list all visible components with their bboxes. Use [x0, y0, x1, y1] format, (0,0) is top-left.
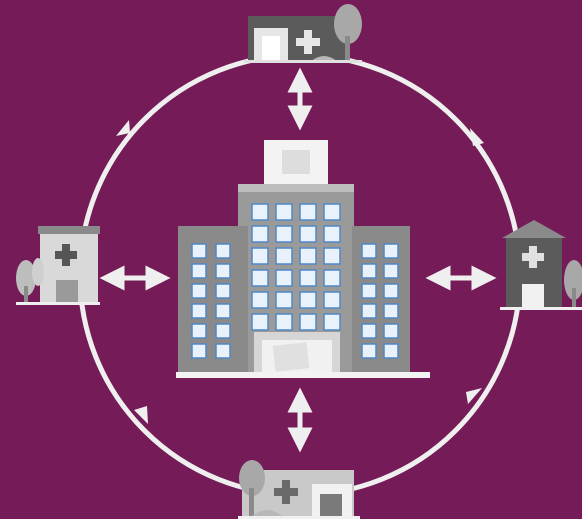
window [299, 203, 317, 221]
window [299, 247, 317, 265]
window [251, 247, 269, 265]
window [361, 283, 377, 299]
ring-arrow-top-right [470, 128, 484, 146]
window [275, 313, 293, 331]
window [191, 323, 207, 339]
window [275, 247, 293, 265]
window [361, 303, 377, 319]
large-hospital-building-icon [176, 140, 430, 378]
window [383, 263, 399, 279]
ring-arrow-top-left [116, 120, 130, 136]
window [361, 323, 377, 339]
window [383, 343, 399, 359]
window [215, 343, 231, 359]
window [361, 243, 377, 259]
window [251, 269, 269, 287]
window [383, 303, 399, 319]
window [299, 291, 317, 309]
window [191, 343, 207, 359]
window [251, 203, 269, 221]
connectors [99, 67, 497, 453]
window [361, 343, 377, 359]
window [323, 291, 341, 309]
clinic-with-tree-icon [244, 4, 362, 63]
window [215, 283, 231, 299]
clinic-with-tree-icon [238, 460, 360, 519]
window [323, 225, 341, 243]
ring-arrow-bottom-right [466, 388, 482, 404]
window [251, 291, 269, 309]
window [383, 243, 399, 259]
dark-clinic-with-tree-icon [500, 220, 582, 310]
window [191, 283, 207, 299]
window [299, 313, 317, 331]
window [275, 291, 293, 309]
window [251, 313, 269, 331]
window [299, 269, 317, 287]
window [275, 225, 293, 243]
window [215, 303, 231, 319]
window [215, 323, 231, 339]
window [191, 243, 207, 259]
window [361, 263, 377, 279]
window [323, 203, 341, 221]
window [323, 247, 341, 265]
window [215, 263, 231, 279]
window [323, 269, 341, 287]
ring-arrow-bottom-left [134, 406, 148, 424]
window [191, 263, 207, 279]
window [383, 283, 399, 299]
ring-arrows [116, 120, 484, 424]
window [191, 303, 207, 319]
small-clinic-with-tree-icon [16, 226, 100, 305]
window [251, 225, 269, 243]
window [323, 313, 341, 331]
window [299, 225, 317, 243]
window [275, 269, 293, 287]
window [215, 243, 231, 259]
window [275, 203, 293, 221]
window [383, 323, 399, 339]
